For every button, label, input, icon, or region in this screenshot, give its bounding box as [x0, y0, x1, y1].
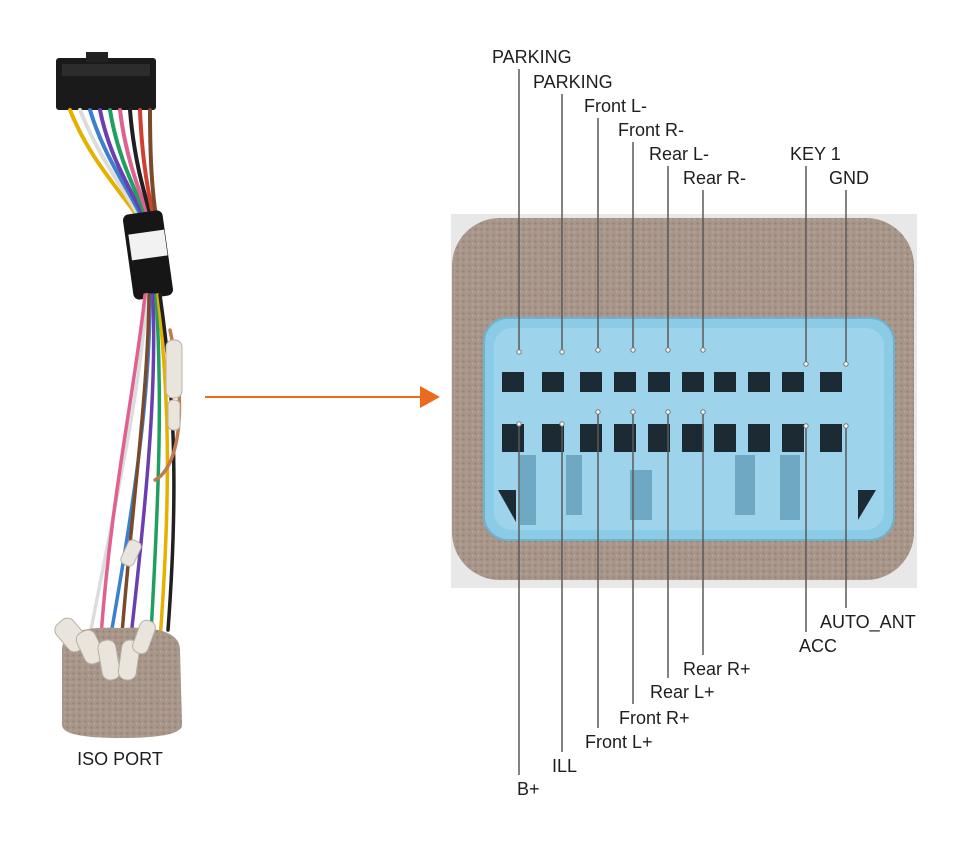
pin-dot	[630, 409, 636, 415]
top-pin-label: Front R-	[618, 120, 684, 140]
pin-dot	[700, 409, 706, 415]
upper-cavity	[542, 372, 564, 392]
pin-dot	[595, 409, 601, 415]
top-pin-label: PARKING	[492, 47, 572, 67]
bottom-pin-label: ACC	[799, 636, 837, 656]
pin-dot	[595, 347, 601, 353]
upper-cavity	[614, 372, 636, 392]
upper-cavity	[820, 372, 842, 392]
lower-cavity	[748, 424, 770, 452]
top-pin-label: PARKING	[533, 72, 613, 92]
lower-cavity	[502, 424, 524, 452]
bottom-pin-label: Front R+	[619, 708, 690, 728]
pin-dot	[700, 347, 706, 353]
upper-cavity	[714, 372, 736, 392]
lower-cavity	[682, 424, 704, 452]
top-pin-label: GND	[829, 168, 869, 188]
pin-dot	[843, 361, 849, 367]
bottom-pin-label: Front L+	[585, 732, 653, 752]
bottom-pin-label: ILL	[552, 756, 577, 776]
wire-harness-illustration	[54, 52, 183, 738]
bottom-pin-label: Rear R+	[683, 659, 751, 679]
bottom-pin-labels: B+ ILL Front L+ Front R+ Rear L+ Rear R+ ACC AU…	[517, 612, 916, 799]
pin-dot	[665, 409, 671, 415]
top-pin-labels: PARKING PARKING Front L- Front R- Rear L- Rea…	[492, 47, 869, 188]
pin-dot	[559, 349, 565, 355]
upper-cavity	[682, 372, 704, 392]
pin-dot	[665, 347, 671, 353]
upper-cavity	[580, 372, 602, 392]
pin-dot	[630, 347, 636, 353]
lower-cavity	[614, 424, 636, 452]
iso-port-caption: ISO PORT	[77, 749, 163, 769]
pin-dot	[803, 423, 809, 429]
pin-dot	[803, 361, 809, 367]
lower-cavity	[714, 424, 736, 452]
lower-cavity	[580, 424, 602, 452]
pin-dot	[559, 421, 565, 427]
bottom-pin-label: B+	[517, 779, 540, 799]
upper-cavity	[748, 372, 770, 392]
pin-dot	[516, 421, 522, 427]
bottom-pin-label: AUTO_ANT	[820, 612, 916, 633]
pin-dot	[516, 349, 522, 355]
lower-cavity	[648, 424, 670, 452]
pin-leader-lines	[516, 69, 849, 775]
top-pin-label: Front L-	[584, 96, 647, 116]
top-pin-label: KEY 1	[790, 144, 841, 164]
top-pin-label: Rear L-	[649, 144, 709, 164]
upper-cavity	[502, 372, 524, 392]
upper-cavity	[782, 372, 804, 392]
top-pin-label: Rear R-	[683, 168, 746, 188]
upper-cavity	[648, 372, 670, 392]
lower-cavity	[542, 424, 564, 452]
lower-cavity	[820, 424, 842, 452]
pin-dot	[843, 423, 849, 429]
connector-photo	[451, 214, 917, 588]
lower-cavity	[782, 424, 804, 452]
bottom-pin-label: Rear L+	[650, 682, 715, 702]
direction-arrow	[205, 386, 440, 408]
